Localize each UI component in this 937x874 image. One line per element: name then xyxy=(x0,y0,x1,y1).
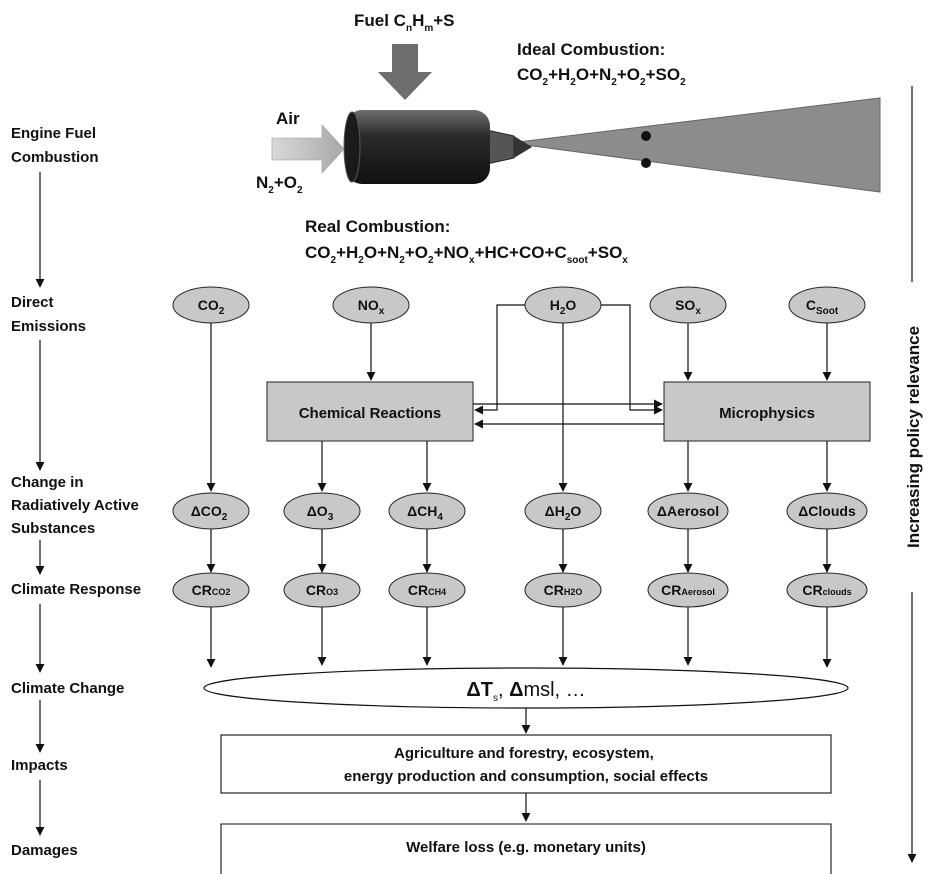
node-cr-ch4-label: CRCH4 xyxy=(408,582,446,598)
stage-climate-response: Climate Response xyxy=(11,581,141,598)
stage-labels: Engine Fuel Combustion Direct Emissions … xyxy=(11,125,143,859)
emission-nodes: CO2 NOx H2O SOx CSoot xyxy=(172,286,866,324)
stage-climate-change: Climate Change xyxy=(11,680,124,697)
node-delta-o3-label: ΔO3 xyxy=(307,503,334,523)
node-csoot-label: CSoot xyxy=(806,297,839,317)
delta-connectors xyxy=(206,529,832,573)
fuel-label: Fuel CnHm+S xyxy=(354,11,455,34)
ideal-combustion-formula: CO2+H2O+N2+O2+SO2 xyxy=(517,65,686,88)
node-delta-ch4-label: ΔCH4 xyxy=(407,503,443,523)
node-co2-label: CO2 xyxy=(198,297,225,317)
node-delta-h2o-label: ΔH2O xyxy=(545,503,582,523)
real-combustion-title: Real Combustion: xyxy=(305,217,450,236)
delta-nodes: ΔCO2 ΔO3 ΔCH4 ΔH2O ΔAerosol ΔClouds xyxy=(172,492,868,530)
node-csoot xyxy=(788,286,866,324)
stage-engine-fuel-combustion: Engine Fuel Combustion xyxy=(11,125,100,166)
box-connectors xyxy=(317,441,832,492)
engine-intake xyxy=(343,111,361,183)
air-arrow xyxy=(271,124,345,174)
engine-body xyxy=(346,110,490,184)
engine-cone xyxy=(514,136,532,158)
emission-connectors xyxy=(206,304,832,492)
node-cr-clouds-label: CRclouds xyxy=(802,582,851,598)
exhaust-plume xyxy=(509,97,881,193)
impacts-text: Agriculture and forestry, ecosystem, ene… xyxy=(344,745,708,785)
node-cr-h2o-label: CRH2O xyxy=(544,582,583,598)
stage-direct-emissions: Direct Emissions xyxy=(11,294,86,335)
policy-relevance-label: Increasing policy relevance xyxy=(904,326,923,548)
fuel-arrow xyxy=(378,44,432,100)
response-connectors xyxy=(206,607,832,668)
damages-box xyxy=(220,823,832,874)
node-h2o-label: H2O xyxy=(550,297,577,317)
node-delta-co2-label: ΔCO2 xyxy=(191,503,228,523)
node-h2o xyxy=(524,286,602,324)
chemical-reactions-label: Chemical Reactions xyxy=(299,405,442,422)
stage-damages: Damages xyxy=(11,842,78,859)
microphysics-label: Microphysics xyxy=(719,405,815,422)
engine-illustration xyxy=(343,97,881,193)
node-cr-o3-label: CRO3 xyxy=(306,582,338,598)
real-combustion-formula: CO2+H2O+N2+O2+NOx+HC+CO+Csoot+SOx xyxy=(305,243,628,266)
response-nodes: CRCO2 CRO3 CRCH4 CRH2O CRAerosol CRcloud… xyxy=(172,572,868,608)
climate-change-label: ΔTs, Δmsl, … xyxy=(466,679,585,704)
ideal-combustion-title: Ideal Combustion: xyxy=(517,40,665,59)
damages-text: Welfare loss (e.g. monetary units) xyxy=(406,839,646,856)
plume-particle xyxy=(641,158,651,168)
node-nox-label: NOx xyxy=(358,297,385,317)
node-cr-co2-label: CRCO2 xyxy=(192,582,231,598)
node-cr-aerosol-label: CRAerosol xyxy=(661,582,715,598)
node-sox-label: SOx xyxy=(675,297,701,317)
microphysics-box xyxy=(663,381,871,442)
node-delta-clouds-label: ΔClouds xyxy=(798,503,856,519)
stage-change-radiatively-active: Change in Radiatively Active Substances xyxy=(11,474,143,537)
plume-particle xyxy=(641,131,651,141)
air-formula: N2+O2 xyxy=(256,173,303,196)
policy-relevance-axis: Increasing policy relevance xyxy=(904,86,923,863)
stage-impacts: Impacts xyxy=(11,757,68,774)
node-delta-aerosol-label: ΔAerosol xyxy=(657,503,719,519)
air-label: Air xyxy=(276,109,300,128)
chemical-reactions-box xyxy=(266,381,474,442)
impacts-box xyxy=(220,734,832,794)
